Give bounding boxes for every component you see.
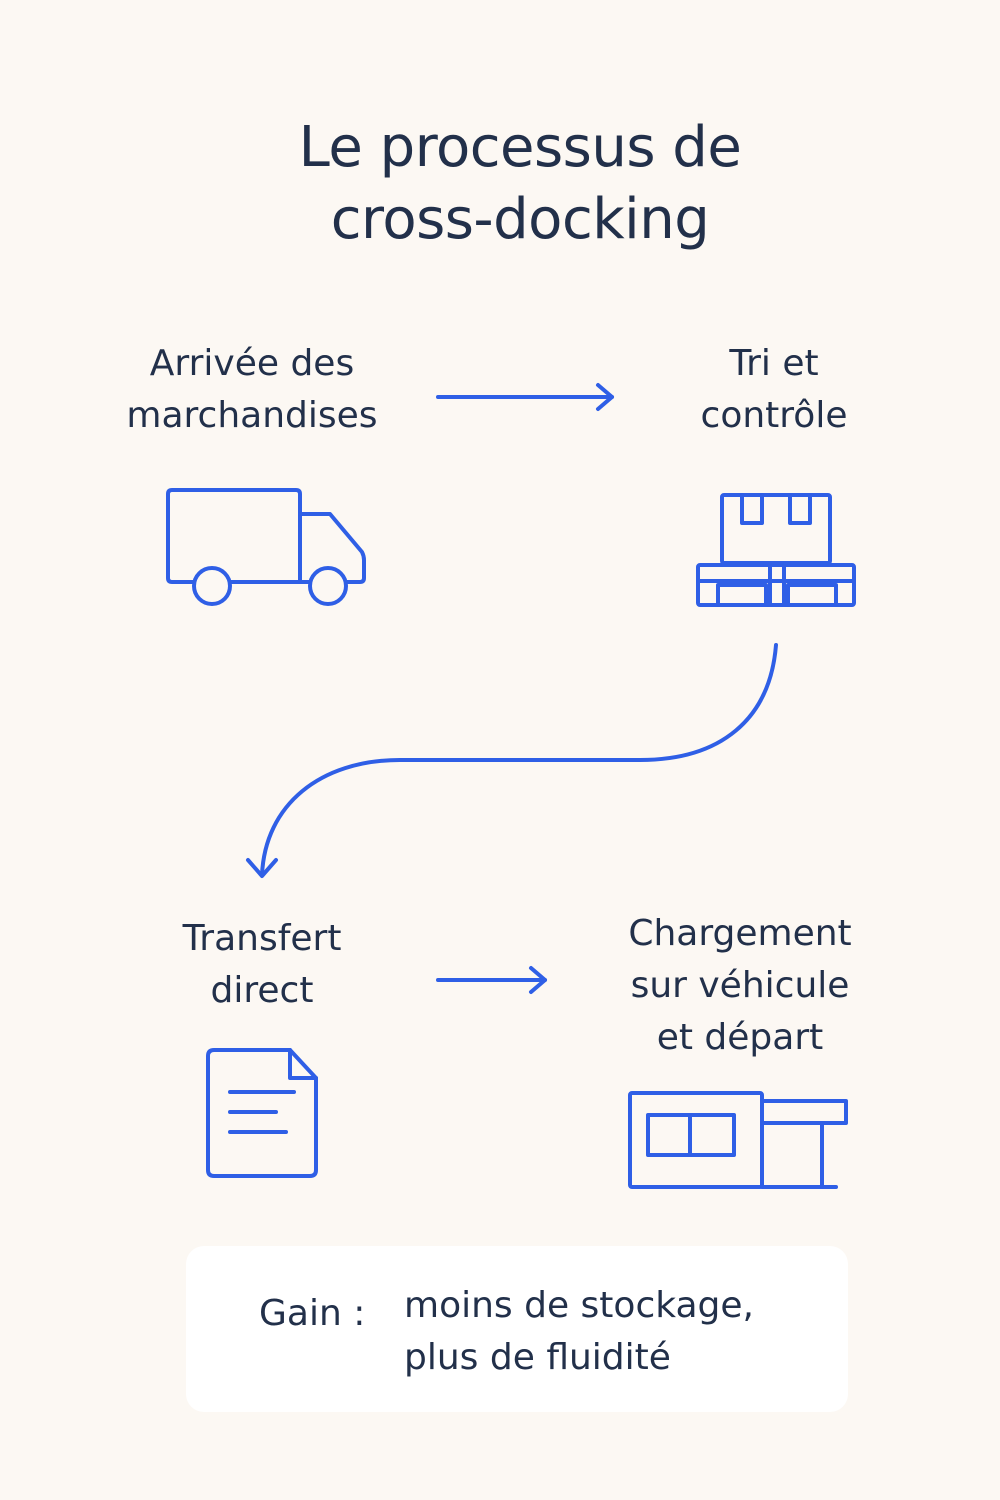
gain-text-line: moins de stockage, [404,1285,754,1326]
step-label-line: Arrivée des [149,343,355,384]
step-label-transfer: Transfert direct [132,913,392,1017]
step-label-sort: Tri et contrôle [654,338,894,442]
step-label-line: Tri et [729,343,819,384]
curved-arrow-icon [246,643,778,878]
step-label-loading: Chargement sur véhicule et départ [590,908,890,1064]
step-label-line: et départ [656,1017,824,1058]
gain-text: moins de stockage, plus de fluidité [404,1280,754,1384]
step-label-line: sur véhicule [630,965,850,1006]
gain-text-line: plus de fluidité [404,1337,671,1378]
step-label-line: contrôle [700,395,848,436]
pallet-box-icon [696,493,856,607]
gain-label: Gain : [259,1293,366,1334]
page-title: Le processus de cross-docking [0,112,1000,256]
title-line-2: cross-docking [330,187,710,252]
arrow-right-icon [436,383,614,411]
document-icon [206,1048,318,1178]
truck-icon [166,488,366,606]
step-label-line: Chargement [628,913,852,954]
step-label-line: Transfert [182,918,342,959]
arrow-right-icon [436,966,547,994]
step-label-line: direct [210,970,314,1011]
loading-dock-icon [628,1091,848,1189]
title-line-1: Le processus de [298,115,742,180]
step-label-line: marchandises [126,395,378,436]
gain-summary-box: Gain : moins de stockage, plus de fluidi… [186,1246,848,1412]
step-label-arrival: Arrivée des marchandises [82,338,422,442]
